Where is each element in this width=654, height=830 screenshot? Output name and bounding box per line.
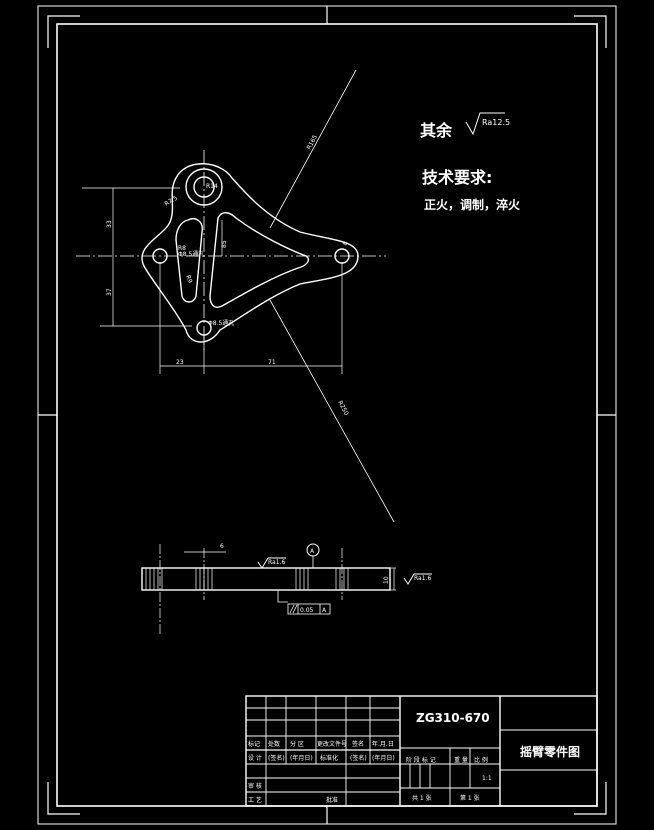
standard-label: 标准化	[320, 754, 338, 762]
inner-pocket	[209, 212, 310, 308]
standard-sign: (签名)	[350, 754, 367, 762]
dim-hole1: Φ8.5通孔	[178, 250, 204, 258]
inner-frame	[56, 23, 598, 807]
tolerance-value: 0.05	[300, 607, 314, 614]
title-block	[245, 695, 598, 807]
dim-6: 6	[220, 543, 224, 550]
dimension-lines	[82, 187, 343, 374]
part-side-view	[141, 544, 396, 634]
design-date: (年月日)	[290, 754, 313, 762]
dim-r165: R165	[306, 134, 320, 151]
rest-roughness-prefix: 其余	[420, 121, 453, 140]
scale-value: 1:1	[482, 775, 492, 782]
drawing-number: ZG310-670	[416, 711, 490, 725]
dim-23: 23	[176, 359, 184, 366]
stage-label: 阶 段 标 记	[406, 756, 436, 764]
approve-label: 批准	[326, 796, 338, 804]
tolerance-frame	[287, 603, 331, 615]
dim-r14: R14	[206, 183, 218, 190]
roughness-symbol-right	[403, 573, 432, 585]
process-label: 工 艺	[248, 796, 262, 804]
part-top-view	[141, 163, 359, 343]
roughness-symbol-left	[257, 557, 286, 569]
design-sign: (签名)	[268, 754, 285, 762]
dim-33: 33	[106, 220, 113, 228]
parallelism-icon	[289, 604, 295, 614]
dim-r8: R8	[178, 245, 186, 252]
dim-8: 8	[342, 240, 350, 247]
dim-r250: R250	[336, 400, 350, 417]
sheet-number: 第 1 张	[460, 794, 480, 802]
dim-r9: R9	[184, 274, 193, 284]
scale-label: 比 例	[474, 756, 488, 764]
roughness-right: Ra1.6	[414, 575, 431, 582]
dim-37: 37	[106, 288, 113, 296]
header-label-0: 标记	[248, 740, 260, 748]
tech-requirements-title: 技术要求:	[422, 168, 492, 187]
tech-requirements-body: 正火，调制，淬火	[424, 197, 521, 212]
centering-marks	[38, 6, 616, 824]
dim-71: 71	[268, 359, 276, 366]
left-slot	[175, 218, 203, 303]
roughness-symbol	[465, 112, 505, 136]
standard-date: (年月日)	[372, 754, 395, 762]
dim-85: 85	[221, 240, 228, 248]
dim-10: 10	[383, 576, 390, 584]
center-lines	[76, 150, 386, 350]
design-label: 设 计	[248, 754, 262, 762]
weight-label: 重 量	[454, 756, 468, 764]
header-label-5: 年.月.日	[372, 740, 394, 748]
part-name: 摇臂零件图	[520, 744, 580, 759]
radius-leaders	[269, 69, 395, 523]
roughness-left: Ra1.6	[268, 559, 285, 566]
part-outer-contour	[141, 163, 359, 343]
header-label-1: 处数	[268, 740, 280, 748]
dim-r7: R7.5	[164, 195, 180, 208]
dim-hole2: Φ8.5通孔	[208, 319, 234, 327]
sheets-total: 共 1 张	[412, 794, 432, 802]
header-label-4: 签名	[352, 740, 364, 748]
tolerance-datum: A	[322, 607, 327, 614]
outer-frame	[37, 5, 617, 825]
header-label-2: 分 区	[290, 740, 304, 748]
header-label-3: 更改文件号	[317, 740, 347, 748]
datum-label: A	[310, 548, 315, 555]
review-label: 审 核	[248, 782, 262, 790]
rest-roughness-value: Ra12.5	[482, 118, 510, 127]
